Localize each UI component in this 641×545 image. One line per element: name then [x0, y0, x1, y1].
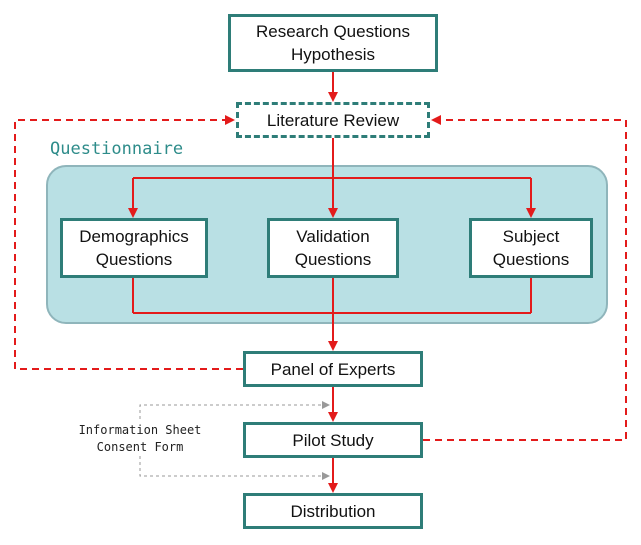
edge-pilot-feedback-to-literature: [423, 115, 627, 441]
node-panel-of-experts: Panel of Experts: [243, 351, 423, 387]
note-line-consent-form: Consent Form: [96, 440, 184, 454]
note-arrow-to-pilot-distribution-link: [139, 456, 330, 480]
node-literature-review: Literature Review: [236, 102, 430, 138]
node-demographics-questions: Demographics Questions: [60, 218, 208, 278]
information-consent-note: Information Sheet Consent Form: [70, 422, 210, 456]
node-research-questions: Research Questions Hypothesis: [228, 14, 438, 72]
note-line-information-sheet: Information Sheet: [78, 423, 202, 437]
node-subject-questions: Subject Questions: [469, 218, 593, 278]
note-arrow-to-panel-pilot-link: [139, 401, 330, 425]
questionnaire-group-title: Questionnaire: [50, 139, 184, 159]
edge-panel-feedback-to-literature: [14, 115, 243, 370]
node-pilot-study: Pilot Study: [243, 422, 423, 458]
node-validation-questions: Validation Questions: [267, 218, 399, 278]
node-distribution: Distribution: [243, 493, 423, 529]
